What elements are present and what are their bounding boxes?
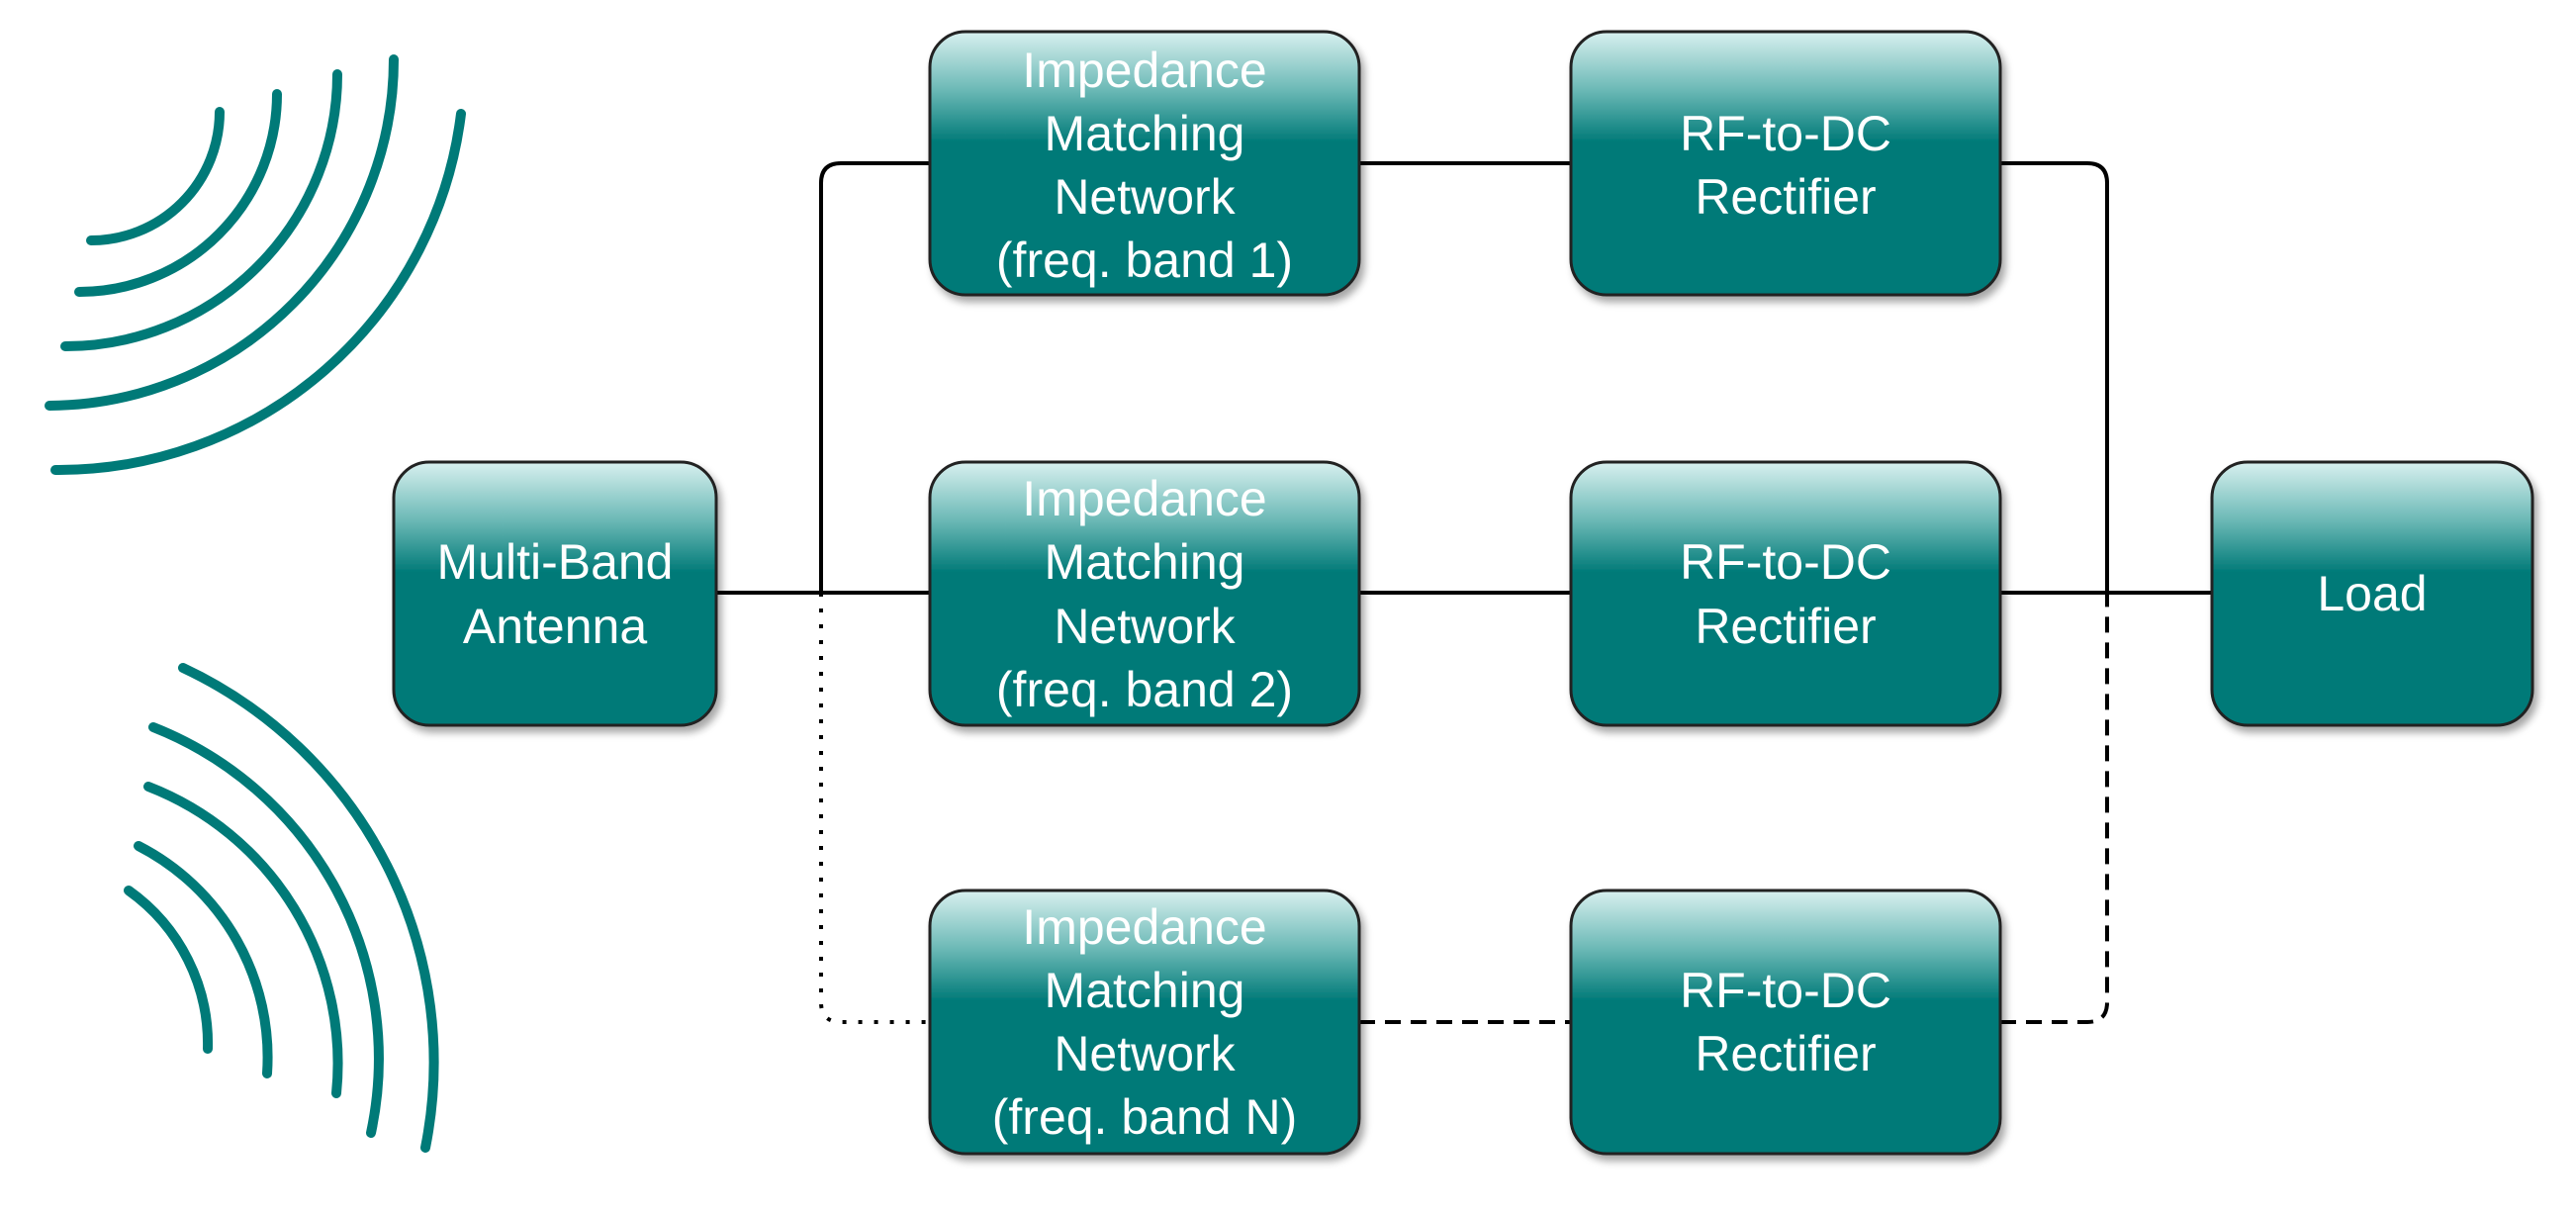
matching-n-line3: Network <box>1054 1026 1236 1081</box>
matching-n-line4: (freq. band N) <box>992 1089 1297 1145</box>
rectifier-2-line1: RF-to-DC <box>1680 534 1891 590</box>
rectifier-n-line1: RF-to-DC <box>1680 963 1891 1018</box>
matching-network-block-2: Impedance Matching Network (freq. band 2… <box>928 460 1361 727</box>
load-label: Load <box>2317 566 2427 621</box>
rectifier-1-line2: Rectifier <box>1695 169 1876 225</box>
wire-left-bus-branch1 <box>819 161 930 593</box>
antenna-label-line2: Antenna <box>463 599 647 654</box>
rectifier-1-line1: RF-to-DC <box>1680 106 1891 161</box>
antenna-label-line1: Multi-Band <box>437 534 674 590</box>
rectifier-block-2: RF-to-DC Rectifier <box>1569 460 2002 727</box>
matching-2-line1: Impedance <box>1022 471 1266 526</box>
antenna-block: Multi-Band Antenna <box>392 460 718 727</box>
rectifier-n-line2: Rectifier <box>1695 1026 1876 1081</box>
rectifier-block-n: RF-to-DC Rectifier <box>1569 889 2002 1156</box>
matching-1-line4: (freq. band 1) <box>996 233 1293 288</box>
matching-1-line1: Impedance <box>1022 43 1266 98</box>
matching-1-line3: Network <box>1054 169 1236 225</box>
matching-2-line3: Network <box>1054 599 1236 654</box>
matching-n-line1: Impedance <box>1022 899 1266 955</box>
matching-n-line2: Matching <box>1045 963 1245 1018</box>
load-block: Load <box>2210 460 2534 727</box>
rf-waves-top-icon <box>45 54 466 476</box>
matching-2-line2: Matching <box>1045 534 1245 590</box>
wire-branch1-out <box>2000 161 2109 593</box>
wire-branchN-out <box>2000 593 2109 1024</box>
rectifier-block-1: RF-to-DC Rectifier <box>1569 30 2002 297</box>
matching-1-line2: Matching <box>1045 106 1245 161</box>
connection-wires <box>716 161 2212 1024</box>
wire-branchN-in <box>819 593 930 1024</box>
matching-2-line4: (freq. band 2) <box>996 662 1293 717</box>
matching-network-block-1: Impedance Matching Network (freq. band 1… <box>928 30 1361 297</box>
rf-waves-bottom-icon <box>124 663 439 1153</box>
matching-network-block-n: Impedance Matching Network (freq. band N… <box>928 889 1361 1156</box>
rectifier-2-line2: Rectifier <box>1695 599 1876 654</box>
